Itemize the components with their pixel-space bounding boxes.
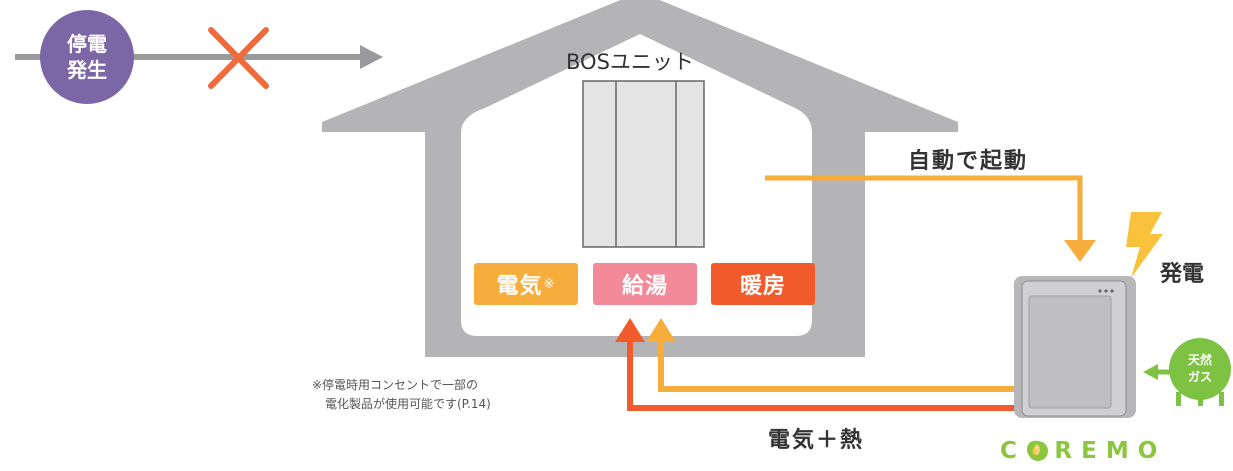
outage-label: 停電 発生 — [40, 14, 134, 100]
hot-water-arrow — [658, 338, 1014, 392]
generate-label: 発電 — [1160, 262, 1205, 287]
grid-arrowhead — [360, 45, 383, 69]
cogeneration-unit-icon — [1014, 276, 1136, 418]
electric-badge: 電気 ※ — [474, 263, 578, 305]
outage-circle — [40, 10, 134, 104]
footnote-line2: 電化製品が使用可能です(P.14) — [325, 397, 491, 411]
electric-badge-label: 電気 — [496, 274, 543, 299]
electric-heat-arrowhead — [615, 318, 645, 342]
coremo-logo — [1028, 437, 1048, 461]
gas-label-line2: ガス — [1187, 370, 1212, 384]
brand-name: COREMO — [1000, 438, 1167, 464]
auto-start-label: 自動で起動 — [908, 149, 1029, 174]
electric-heat-label: 電気＋熱 — [768, 428, 865, 453]
footnote: ※停電時用コンセントで一部の 電化製品が使用可能です(P.14) — [312, 376, 491, 414]
auto-start-arrow — [765, 175, 1083, 243]
bos-unit-label: BOSユニット — [566, 50, 694, 74]
gas-label: 天然 ガス — [1172, 348, 1228, 390]
gas-tank-icon — [1169, 338, 1231, 406]
gas-label-line1: 天然 — [1187, 353, 1212, 367]
outage-label-line1: 停電 — [67, 32, 107, 56]
house-outline — [322, 0, 958, 357]
electric-badge-mark: ※ — [543, 276, 556, 292]
hot-water-arrowhead — [646, 318, 676, 342]
lightning-bolt-icon — [1126, 212, 1163, 278]
cross-icon — [208, 27, 269, 89]
gas-arrowhead — [1143, 364, 1158, 380]
auto-start-arrowhead — [1064, 240, 1096, 262]
bos-unit-icon — [582, 80, 705, 248]
electric-heat-arrow — [627, 338, 1014, 411]
outage-label-line2: 発生 — [67, 58, 107, 82]
heating-badge: 暖房 — [711, 263, 815, 305]
footnote-line1: ※停電時用コンセントで一部の — [312, 378, 479, 392]
hot-water-badge: 給湯 — [593, 263, 697, 305]
